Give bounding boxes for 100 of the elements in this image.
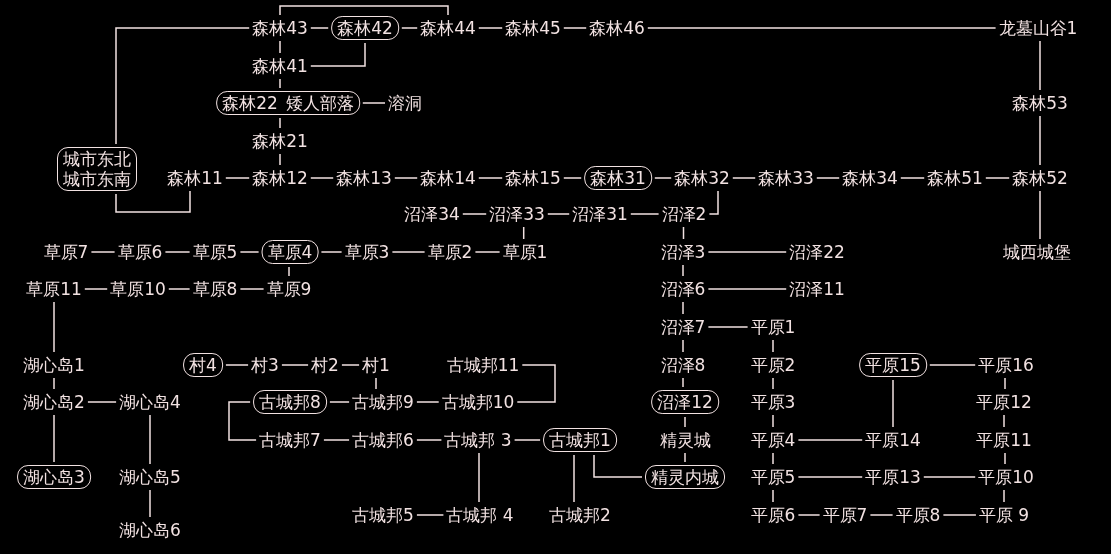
place-label: 森林44 [420, 18, 476, 38]
connector-line [391, 251, 426, 253]
connector-line [513, 439, 541, 441]
place-label: 草原11 [26, 279, 82, 299]
place-label: 沼泽34 [404, 204, 460, 224]
connector-line [149, 414, 151, 465]
place-label: 城西城堡 [1003, 242, 1071, 262]
place-label: 森林53 [1012, 93, 1068, 113]
place-label: 草原8 [192, 279, 238, 299]
connector-line [682, 301, 684, 315]
place-label: 古城邦11 [446, 355, 520, 375]
connector-line [707, 326, 749, 328]
connector-line [478, 27, 503, 29]
connector-line [707, 251, 787, 253]
connector-line [239, 288, 265, 290]
place-label: 龙墓山谷1 [998, 18, 1078, 38]
connector-line [682, 264, 684, 277]
place-label: 古城邦9 [352, 392, 414, 412]
connector-line [772, 377, 774, 390]
place-name: 城市东南 [63, 169, 131, 189]
connector-line [53, 377, 55, 390]
connector-line [416, 439, 443, 441]
connector-line [707, 288, 787, 290]
place-label: 草原3 [344, 242, 390, 262]
place-label: 沼泽3 [660, 242, 706, 262]
connector-line [164, 251, 191, 253]
connector-line [985, 177, 1010, 179]
place-label: 森林33 [758, 168, 814, 188]
connector-line [310, 42, 366, 67]
connector-line [522, 226, 525, 240]
connector-line [310, 27, 329, 29]
place-label: 草原7 [43, 242, 89, 262]
place-label: 湖心岛4 [119, 392, 181, 412]
connector-line [797, 439, 863, 441]
connector-line [708, 190, 719, 215]
place-label: 沼泽7 [660, 317, 706, 337]
place-label: 沼泽11 [789, 279, 845, 299]
place-label: 森林21 [252, 131, 308, 151]
place-label: 沼泽2 [661, 204, 707, 224]
place-label: 古城邦 3 [444, 430, 512, 450]
connector-line [462, 213, 487, 215]
connector-line [900, 177, 925, 179]
place-label: 平原14 [865, 430, 921, 450]
place-label: 湖心岛6 [119, 520, 181, 540]
place-label: 村3 [251, 355, 279, 375]
connector-line [115, 190, 191, 213]
connector-line [772, 339, 774, 353]
place-label: 森林41 [252, 56, 308, 76]
connector-line [416, 401, 440, 403]
place-label: 沼泽8 [660, 355, 706, 375]
connector-line [682, 339, 684, 353]
connector-line [225, 364, 249, 366]
place-label: 平原1 [750, 317, 796, 337]
connector-line [682, 377, 684, 388]
connector-line [682, 226, 685, 240]
place-label: 平原13 [865, 467, 921, 487]
connector-line [341, 364, 360, 366]
connector-line [474, 251, 501, 253]
place-name: 矮人部落 [285, 93, 354, 113]
connector-line [630, 213, 660, 215]
connector-line [892, 379, 894, 428]
connector-line [654, 177, 672, 179]
connector-line [279, 40, 281, 54]
connector-line [1003, 489, 1005, 503]
place-label: 平原5 [750, 467, 796, 487]
place-label: 古城邦5 [352, 505, 414, 525]
place-label: 森林12 [252, 168, 308, 188]
connector-line [323, 439, 350, 441]
place-label: 平原10 [978, 467, 1034, 487]
connector-line [732, 177, 756, 179]
connector-line [53, 301, 55, 353]
place-label: 溶洞 [388, 93, 422, 113]
connector-line [478, 177, 503, 179]
place-label: 森林32 [674, 168, 730, 188]
connector-line [1004, 452, 1006, 465]
place-label: 草原9 [266, 279, 312, 299]
connector-line [593, 454, 643, 478]
place-label: 沼泽22 [789, 242, 845, 262]
place-box: 精灵内城 [645, 465, 725, 489]
connector-line [149, 489, 151, 518]
connector-line [288, 266, 290, 277]
connector-line [394, 177, 418, 179]
connector-line [797, 476, 863, 478]
connector-line [516, 364, 556, 403]
place-label: 森林14 [420, 168, 476, 188]
connector-line [239, 251, 260, 253]
connector-line [87, 401, 117, 403]
connector-line [942, 514, 977, 516]
place-label: 草原6 [117, 242, 163, 262]
connector-line [279, 153, 281, 166]
connector-line [1004, 377, 1006, 390]
connector-line [279, 5, 449, 16]
connector-line [923, 476, 976, 478]
place-label: 森林13 [336, 168, 392, 188]
place-label: 平原12 [976, 392, 1032, 412]
connector-line [1039, 190, 1041, 240]
place-name: 城市东北 [63, 149, 131, 169]
connector-line [816, 177, 840, 179]
place-label: 森林15 [505, 168, 561, 188]
connector-line [115, 27, 250, 145]
